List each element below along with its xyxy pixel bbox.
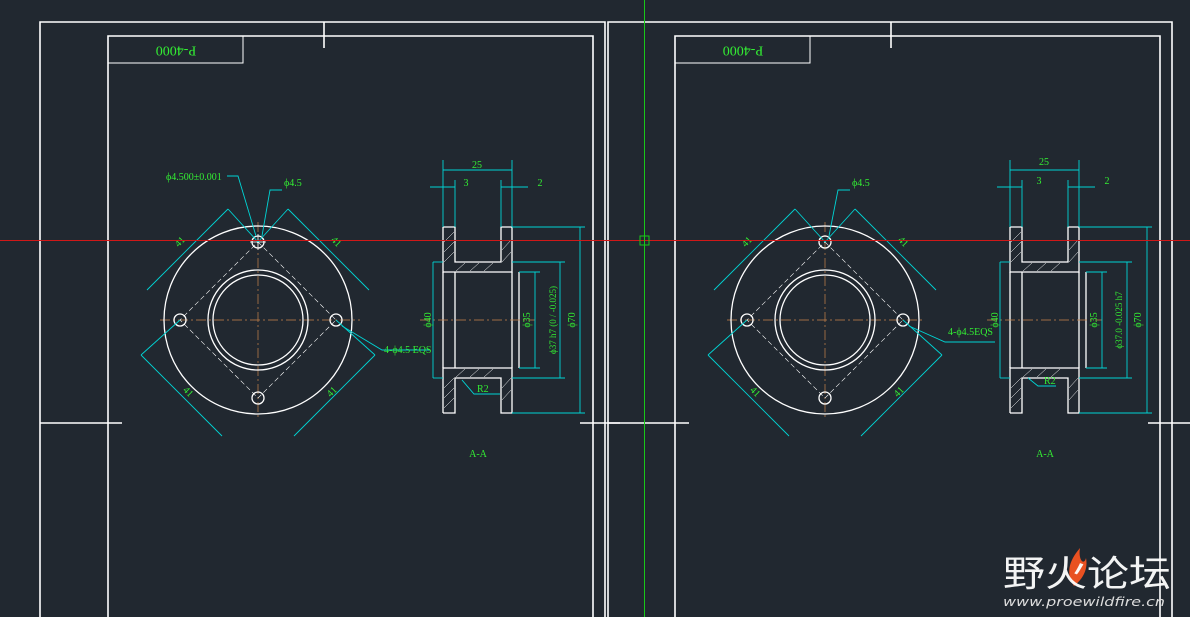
bore-outer-circle [207, 269, 309, 371]
dim-len-total-left: 25 [472, 160, 482, 171]
flange-outer-circle [730, 225, 920, 415]
watermark-url: www.proewildfire.cn [1003, 595, 1165, 609]
dim-holes-eqs-left: 4-ϕ4.5 EQS [384, 345, 432, 356]
dim-len-total-right: 25 [1039, 157, 1049, 168]
pick-box [639, 235, 650, 246]
dim-len-left-right: 3 [1037, 176, 1042, 187]
bolt-hole-right [896, 313, 910, 327]
section-label-left: A-A [469, 449, 488, 460]
flange-front-view-left [160, 222, 360, 420]
outer-border-right [607, 21, 1173, 617]
bolt-hole-top [818, 235, 832, 249]
bolt-hole-bottom [818, 391, 832, 405]
front-dims-left [140, 175, 430, 437]
dim-dia-70-right: ϕ70 [1133, 312, 1144, 327]
sheet-right [607, 21, 1190, 617]
inner-frame-left [107, 35, 594, 617]
dim-len-right-right: 2 [1105, 176, 1110, 187]
bore-inner-circle [779, 274, 871, 366]
flange-front-view-right [727, 222, 925, 420]
dim-dia-35-right: ϕ35 [1089, 312, 1100, 327]
dim-hole-dia-right: ϕ4.5 [852, 178, 870, 189]
title-block-right [674, 35, 811, 64]
section-hatch-right [1010, 231, 1079, 409]
dim-holes-eqs-right: 4-ϕ4.5EQS [948, 327, 993, 338]
front-dims-right [707, 189, 995, 437]
dim-dia-35-left: ϕ35 [522, 312, 533, 327]
dim-radius-left: R2 [477, 384, 489, 395]
dim-dia-70-left: ϕ70 [567, 312, 578, 327]
bolt-hole-left [173, 313, 187, 327]
outer-border-left [39, 21, 606, 617]
bore-inner-circle [212, 274, 304, 366]
section-dims-left [430, 160, 585, 414]
watermark: 野火论坛 www.proewildfire.cn [1003, 548, 1171, 609]
section-label-right: A-A [1036, 449, 1055, 460]
bore-outer-circle [774, 269, 876, 371]
title-block-label-left: P-4000 [156, 42, 196, 57]
inner-frame-right [674, 35, 1161, 617]
flame-icon [1069, 548, 1087, 586]
title-block-left [107, 35, 244, 64]
watermark-text: 野火论坛 [1003, 554, 1171, 595]
dim-dia-40-right: ϕ40 [990, 312, 1001, 327]
dim-hole-dia-left: ϕ4.5 [284, 178, 302, 189]
bolt-hole-left [740, 313, 754, 327]
dim-len-left-left: 3 [464, 178, 469, 189]
dim-fit-right: ϕ37.0 -0.025 h7 [1114, 291, 1124, 349]
flange-outer-circle [163, 225, 353, 415]
bolt-hole-bottom [251, 391, 265, 405]
bolt-hole-right [329, 313, 343, 327]
dim-len-right-left: 2 [538, 178, 543, 189]
dim-hole-tolerance-left: ϕ4.500±0.001 [166, 172, 222, 183]
dim-radius-right: R2 [1044, 376, 1056, 387]
section-dims-right [997, 160, 1152, 414]
sheet-left [39, 21, 620, 617]
dim-fit-left: ϕ37 h7 (0 / -0.025) [548, 286, 558, 354]
bolt-square [179, 241, 337, 399]
dim-dia-40-left: ϕ40 [423, 312, 434, 327]
title-block-label-right: P-4000 [723, 42, 763, 57]
